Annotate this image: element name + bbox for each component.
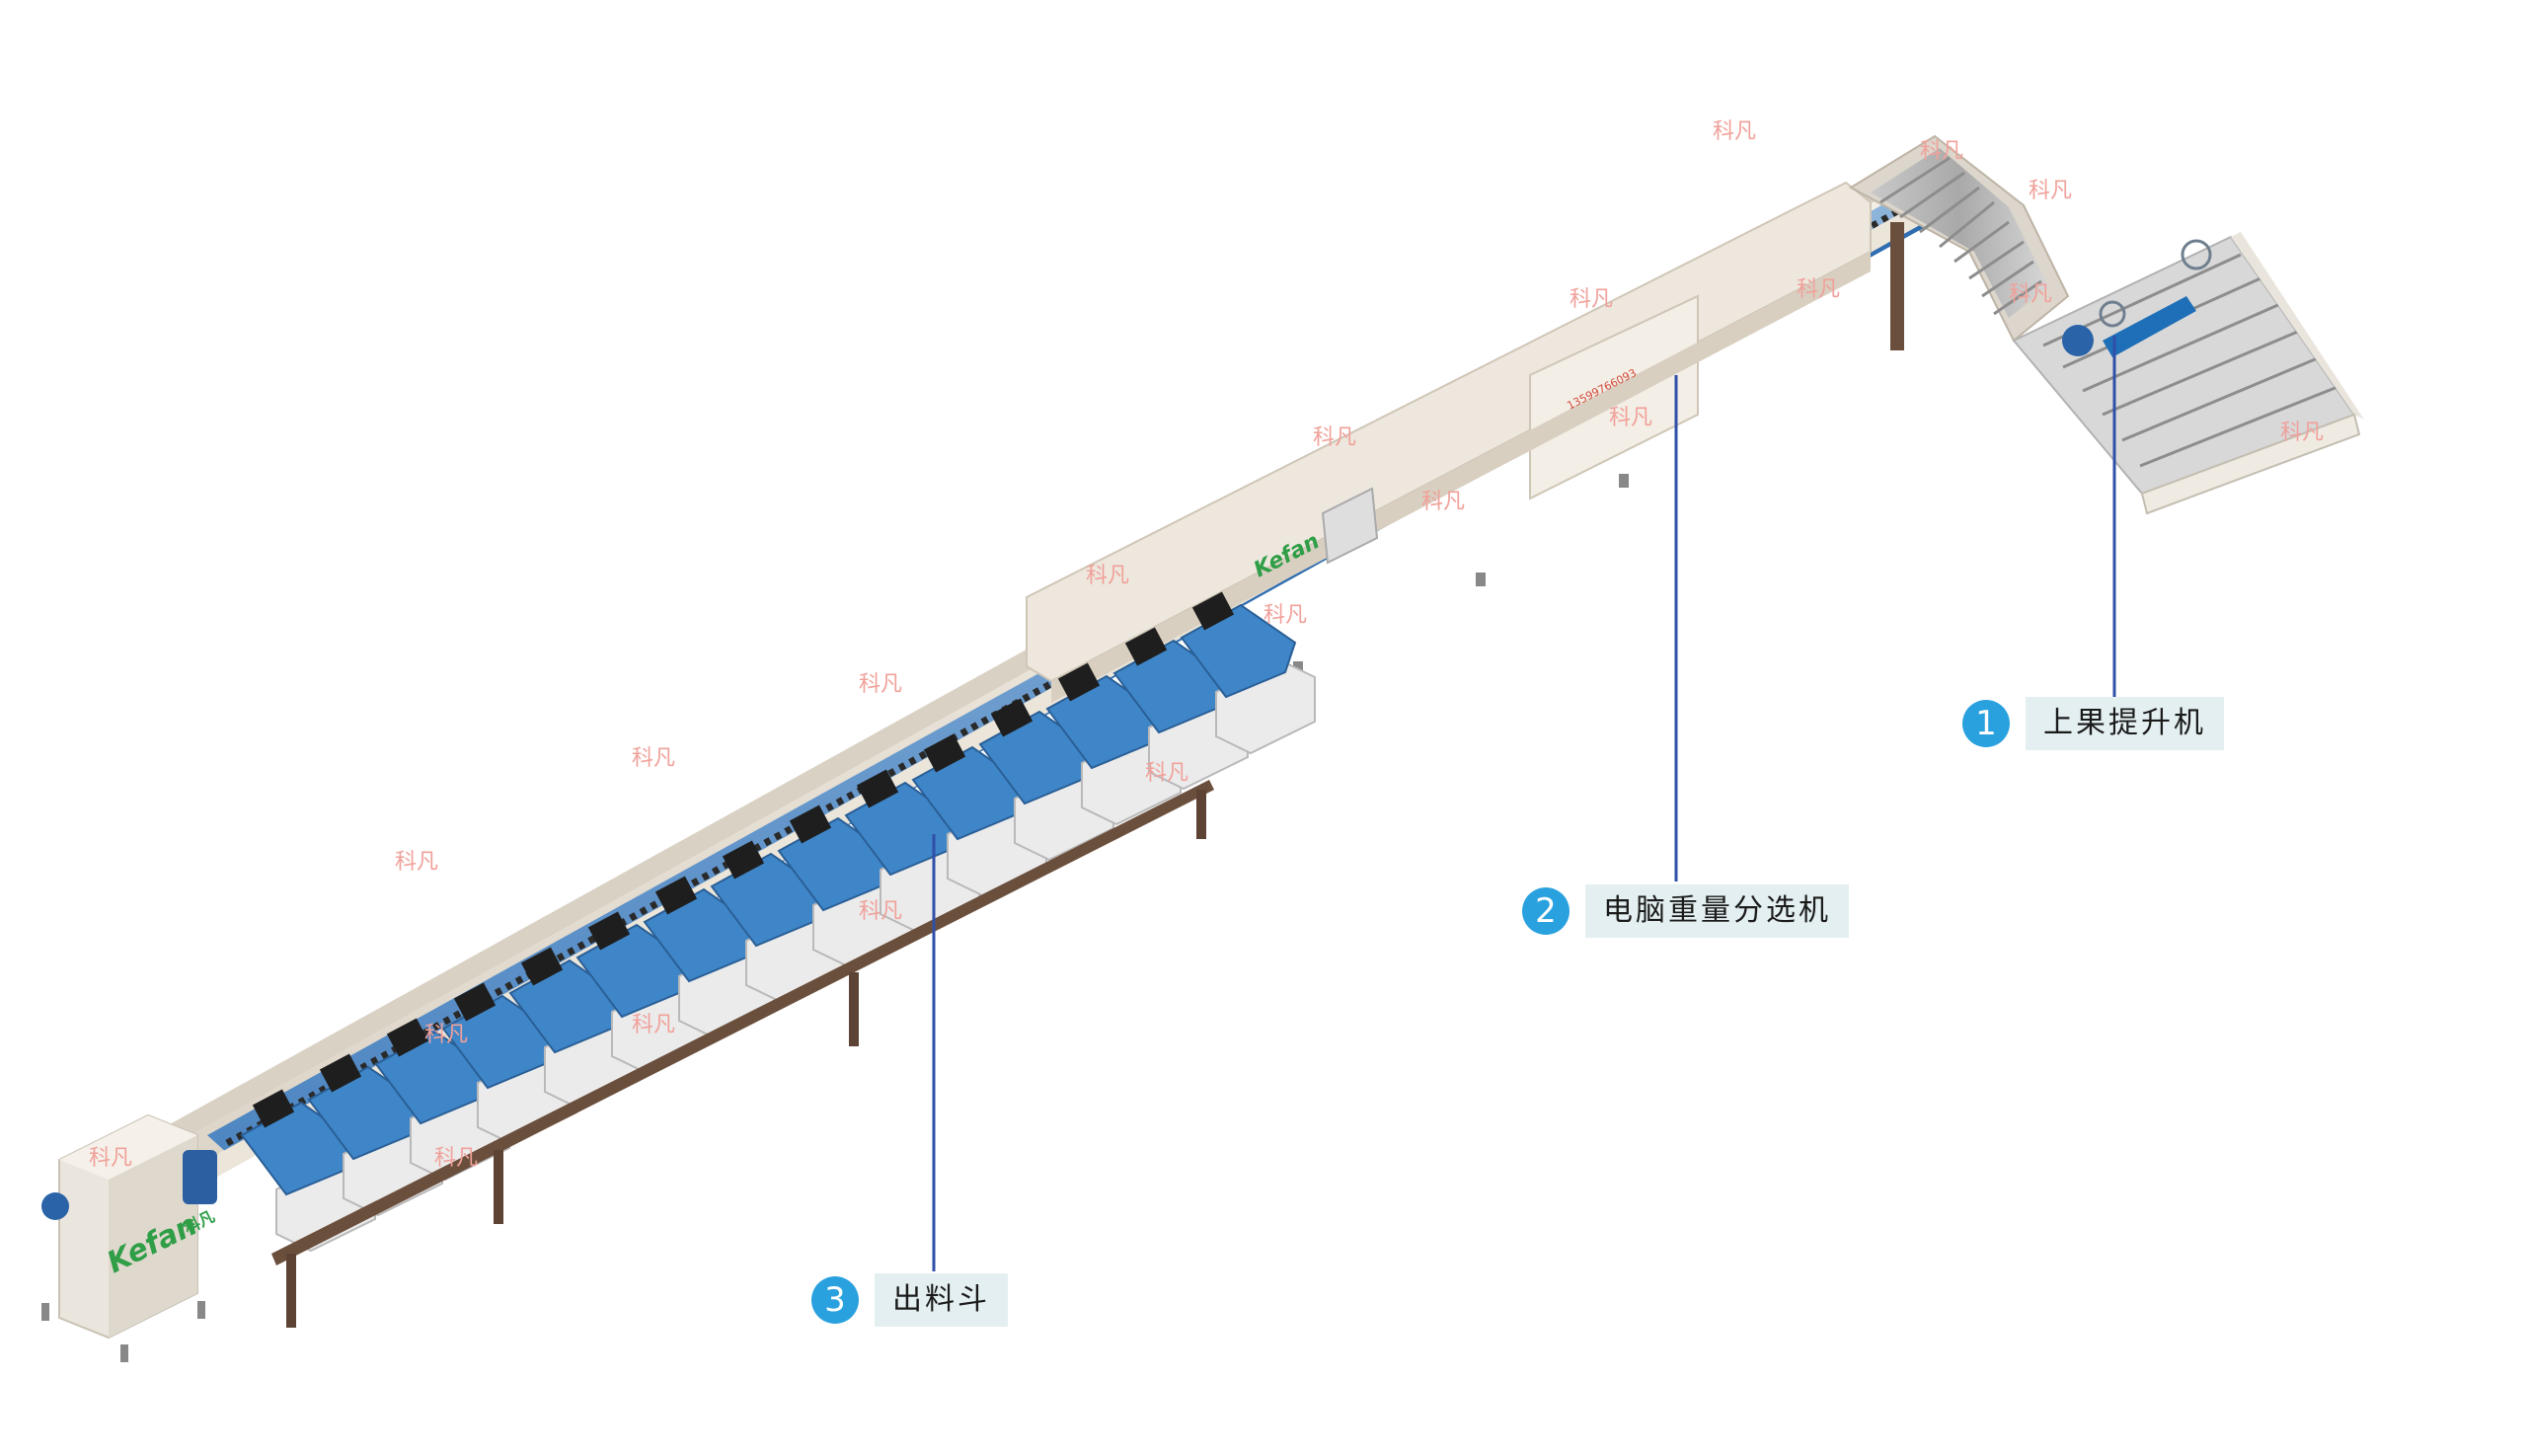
discharge-hoppers — [240, 591, 1316, 1253]
watermark-text: 科凡 — [1421, 490, 1465, 514]
hopper-flap — [520, 947, 564, 986]
watermark-text: 科凡 — [1313, 425, 1356, 450]
hopper-flap — [453, 982, 497, 1022]
watermark-text: 科凡 — [2029, 179, 2072, 203]
callout-label: 电脑重量分选机 — [1585, 884, 1849, 938]
watermark-text: 科凡 — [2009, 282, 2052, 307]
callout-label: 出料斗 — [875, 1273, 1008, 1327]
hopper-flap — [1191, 591, 1235, 631]
watermark-text: 科凡 — [859, 672, 902, 697]
callout-weight-grader: 2 电脑重量分选机 — [1522, 884, 1849, 938]
leader-lines — [932, 336, 2116, 1271]
watermark-text: 科凡 — [632, 746, 675, 771]
watermark-text: 科凡 — [1086, 564, 1129, 588]
hopper-flap — [319, 1053, 362, 1093]
hopper-flap — [252, 1089, 295, 1128]
callout-label: 上果提升机 — [2026, 697, 2224, 750]
handwheel-icon — [2181, 239, 2212, 270]
hopper-flap — [923, 733, 966, 773]
hopper-flap — [990, 698, 1034, 737]
watermark-text: 科凡 — [2280, 421, 2324, 445]
callout-number-badge: 1 — [1962, 700, 2010, 747]
watermark-text: 科凡 — [89, 1146, 132, 1171]
drive-cabinet: Kefan 科凡 — [41, 1113, 218, 1362]
callout-discharge-hopper: 3 出料斗 — [811, 1273, 1008, 1327]
handwheel-icon — [2099, 300, 2126, 328]
lift-conveyor — [1848, 134, 2364, 515]
hopper-flap — [654, 876, 698, 915]
watermarks: 科凡科凡科凡科凡科凡科凡科凡科凡科凡科凡科凡科凡科凡科凡科凡科凡科凡科凡科凡科凡… — [89, 119, 2324, 1171]
watermark-text: 科凡 — [1797, 277, 1840, 302]
watermark-text: 科凡 — [1264, 603, 1307, 628]
watermark-text: 科凡 — [632, 1013, 675, 1037]
weighing-section: Kefan 13599766093 — [1026, 181, 1872, 703]
hopper-flap — [856, 769, 899, 808]
hopper-flap — [722, 840, 765, 880]
watermark-text: 科凡 — [1713, 119, 1756, 144]
callout-number-badge: 3 — [811, 1276, 859, 1324]
hopper-flap — [1124, 627, 1168, 666]
watermark-text: 科凡 — [1609, 406, 1652, 430]
watermark-text: 科凡 — [434, 1146, 478, 1171]
callout-number-badge: 2 — [1522, 887, 1570, 935]
motor-icon — [2062, 325, 2094, 356]
watermark-text: 科凡 — [1145, 761, 1188, 786]
watermark-text: 科凡 — [1920, 139, 1963, 164]
watermark-text: 科凡 — [859, 899, 902, 924]
hopper-flap — [587, 911, 631, 951]
hopper-flap — [386, 1018, 429, 1057]
watermark-text: 科凡 — [1570, 287, 1613, 312]
callout-lift-conveyor: 1 上果提升机 — [1962, 697, 2224, 750]
watermark-text: 科凡 — [395, 850, 438, 875]
hopper-flap — [1057, 662, 1101, 702]
crate-table — [271, 780, 1214, 1328]
watermark-text: 科凡 — [424, 1023, 468, 1047]
hopper-flap — [789, 805, 832, 844]
